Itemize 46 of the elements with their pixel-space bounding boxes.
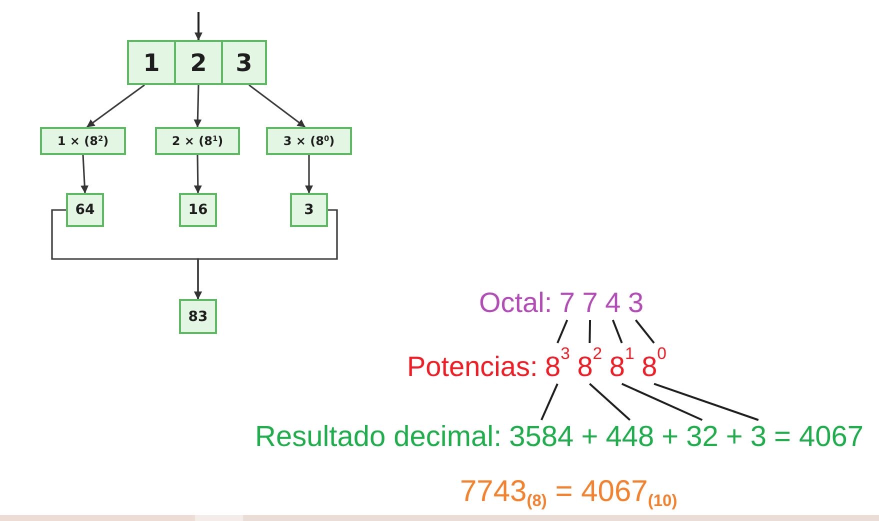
product-box: 3: [290, 193, 328, 227]
connector-line: [621, 382, 703, 421]
octal-digit: 7: [559, 289, 575, 317]
arrow: [194, 154, 202, 194]
row-heading: Octal:: [479, 289, 552, 317]
decimal-term: 3584: [509, 423, 574, 452]
product-box: 64: [66, 193, 104, 227]
digit-cell: 3: [221, 40, 267, 85]
power-term: 8$^{2}$: [577, 346, 602, 381]
digit-cell: 1: [127, 40, 176, 85]
connector-line: [612, 320, 623, 344]
plus-sign: +: [581, 423, 598, 452]
row-heading: Potencias:: [407, 352, 538, 381]
product-box: 16: [179, 193, 217, 227]
conversion-result: 7743$_{(8)}$ = 4067$_{(10)}$: [460, 477, 678, 510]
power-term: 8$^{1}$: [609, 346, 634, 381]
multiplication-box: 2 × (8$^{1}$): [155, 127, 240, 155]
plus-sign: +: [662, 423, 679, 452]
connector-line: [589, 383, 631, 421]
arrow: [248, 84, 306, 128]
result-text: = 4067: [774, 423, 864, 452]
digit-cell: 2: [174, 40, 223, 85]
connector-line: [540, 383, 558, 420]
sum-box: 83: [179, 299, 217, 334]
octal-digit: 4: [605, 289, 621, 317]
power-term: 8$^{3}$: [545, 346, 570, 381]
arrow: [194, 84, 202, 128]
arrow: [194, 12, 202, 40]
multiplication-box: 3 × (8$^{0}$): [266, 127, 352, 155]
octal-digit: 3: [628, 289, 644, 317]
arrow: [305, 155, 313, 194]
multiplication-box: 1 × (8$^{2}$): [40, 127, 126, 155]
connector-line: [556, 320, 568, 344]
decimal-term: 3: [750, 423, 766, 452]
decimal-term: 448: [606, 423, 654, 452]
decimal-term: 32: [686, 423, 718, 452]
arrow: [86, 84, 145, 128]
plus-sign: +: [726, 423, 743, 452]
power-term: 8$^{0}$: [642, 346, 666, 381]
row-heading: Resultado decimal:: [255, 423, 502, 452]
connector-line: [588, 320, 592, 344]
arrow: [194, 209, 338, 300]
connector-line: [634, 319, 655, 344]
arrow: [80, 154, 89, 194]
octal-digit: 7: [582, 289, 598, 317]
connector-line: [654, 382, 759, 421]
